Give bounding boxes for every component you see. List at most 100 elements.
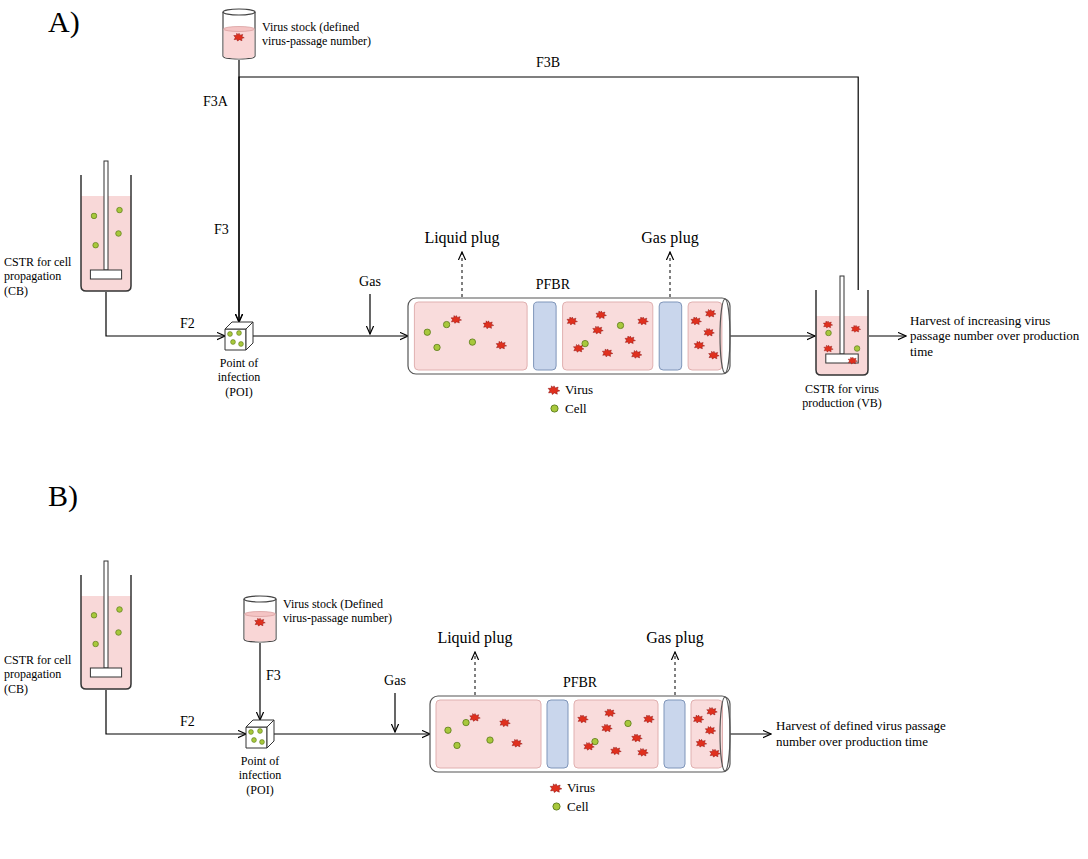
drawing-part xyxy=(593,326,604,334)
drawing-part xyxy=(709,351,720,359)
drawing-part xyxy=(90,668,121,677)
drawing-part xyxy=(246,727,267,748)
drawing-part xyxy=(244,596,276,602)
legend-label: Cell xyxy=(565,401,587,417)
drawing-part xyxy=(430,696,730,772)
drawing-part xyxy=(93,242,99,248)
harvest-arrow xyxy=(869,335,906,336)
drawing-part xyxy=(840,276,844,354)
flow-connector xyxy=(274,733,430,734)
legend-label: Virus xyxy=(565,382,593,398)
drawing-part xyxy=(434,344,440,350)
drawing-part xyxy=(116,630,122,636)
drawing-part xyxy=(720,697,730,771)
drawing-part xyxy=(512,739,523,747)
drawing-part xyxy=(252,738,257,743)
drawing-part xyxy=(463,719,469,725)
flow-connector xyxy=(730,335,815,336)
node-label: CSTR for cell propagation (CB) xyxy=(4,255,76,298)
plug-label: Gas plug xyxy=(641,228,698,247)
virus-stock-vessel-drawing xyxy=(222,8,256,60)
drawing-part xyxy=(223,9,255,15)
drawing-part xyxy=(625,720,631,726)
drawing-part xyxy=(224,27,255,32)
drawing-part xyxy=(244,599,276,642)
drawing-part xyxy=(451,316,462,324)
drawing-part xyxy=(496,341,507,349)
drawing-part xyxy=(237,331,242,336)
flow-connector xyxy=(253,335,408,336)
drawing-part xyxy=(117,207,123,213)
drawing-part xyxy=(602,724,613,732)
drawing-part xyxy=(424,329,430,335)
drawing-part xyxy=(851,325,860,332)
stirred-tank-reactor-drawing xyxy=(815,290,869,376)
drawing-part xyxy=(693,715,704,723)
gas-inlet-arrow xyxy=(394,693,395,732)
drawing-part xyxy=(443,321,449,327)
flow-connector xyxy=(106,292,225,336)
drawing-part xyxy=(563,302,653,370)
node-label: Point of infection (POI) xyxy=(228,754,292,797)
mixing-point: Point of infection (POI) xyxy=(225,322,253,350)
drawing-part xyxy=(567,317,578,325)
drawing-part xyxy=(547,700,568,768)
drawing-part xyxy=(245,612,276,617)
stirred-tank-reactor: CSTR for virus production (VB) xyxy=(815,290,869,376)
virus-stock-vessel-drawing xyxy=(243,595,277,643)
virus-symbol xyxy=(550,784,562,793)
drawing-part xyxy=(231,340,236,345)
drawing-part xyxy=(707,707,718,715)
drawing-part xyxy=(611,747,622,755)
drawing-part xyxy=(249,730,254,735)
drawing-part xyxy=(824,345,833,352)
drawing-part xyxy=(487,737,493,743)
mixing-point-drawing xyxy=(246,720,274,748)
stirred-tank-reactor: CSTR for cell propagation (CB) xyxy=(80,175,132,292)
flow-connector xyxy=(239,77,858,322)
drawing-part xyxy=(414,302,527,370)
drawing-part xyxy=(93,641,99,647)
stirred-tank-reactor: CSTR for cell propagation (CB) xyxy=(80,575,132,690)
drawing-part xyxy=(826,330,832,336)
flow-label: F3 xyxy=(266,668,281,685)
gas-label: Gas xyxy=(384,673,406,690)
cell-symbol xyxy=(551,405,558,412)
drawing-part xyxy=(720,299,730,373)
leader-arrow xyxy=(675,652,676,695)
drawing-part xyxy=(705,309,716,317)
drawing-part xyxy=(483,321,494,329)
drawing-part xyxy=(436,700,541,768)
drawing-part xyxy=(617,322,623,328)
drawing-part xyxy=(116,231,122,237)
drawing-part xyxy=(632,734,643,742)
drawing-part xyxy=(255,618,266,626)
drawing-part xyxy=(246,322,253,350)
drawing-part xyxy=(224,29,255,58)
flow-label: F2 xyxy=(180,714,195,731)
drawing-part xyxy=(234,33,245,41)
drawing-part xyxy=(638,317,649,325)
plug-flow-reactor: PFBR xyxy=(430,696,730,772)
drawing-part xyxy=(664,700,685,768)
virus-stock-vessel: Virus stock (defined virus-passage numbe… xyxy=(222,8,256,60)
drawing-part xyxy=(117,607,123,613)
drawing-part xyxy=(445,727,451,733)
drawing-part xyxy=(228,332,233,337)
drawing-part xyxy=(691,317,702,325)
drawing-part xyxy=(534,302,557,370)
drawing-part xyxy=(625,336,636,344)
node-label: Virus stock (Defined virus-passage numbe… xyxy=(283,597,405,626)
drawing-part xyxy=(91,213,97,219)
drawing-part xyxy=(696,739,707,747)
drawing-part xyxy=(574,700,658,768)
drawing-part xyxy=(659,302,682,370)
drawing-part xyxy=(638,748,649,756)
drawing-part xyxy=(854,346,860,352)
stirred-tank-reactor-drawing xyxy=(80,175,132,292)
harvest-label: Harvest of increasing virus passage numb… xyxy=(910,313,1082,360)
node-label: PFBR xyxy=(563,675,597,692)
plug-label: Gas plug xyxy=(646,628,703,647)
leader-arrow xyxy=(475,652,476,695)
node-label: PFBR xyxy=(536,277,570,294)
